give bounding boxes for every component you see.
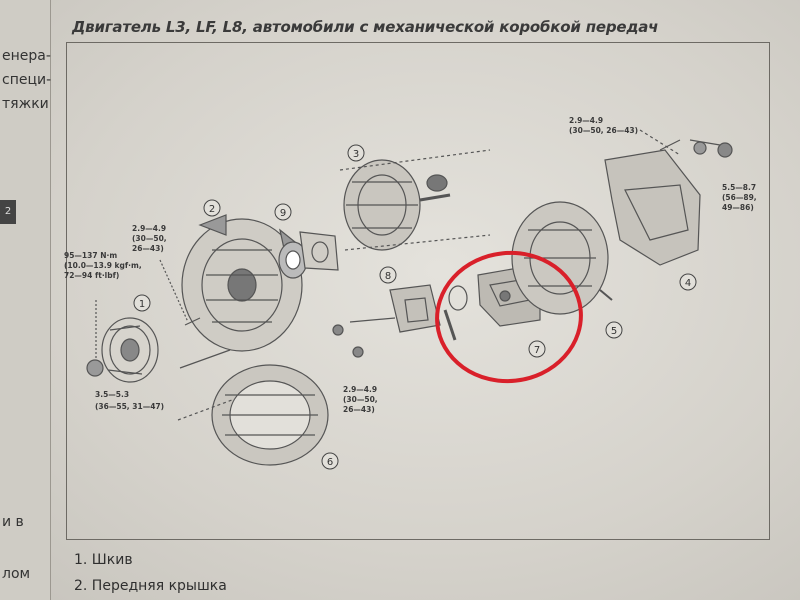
bearing-drawing xyxy=(278,231,339,279)
callout-4: 4 xyxy=(679,273,697,291)
callout-6-label: 6 xyxy=(327,457,333,468)
adjacent-text-fragment: и в xyxy=(2,514,24,530)
torque-label-rear-cover: 2.9—4.9 (30—50, 26—43) xyxy=(569,116,638,135)
torque-label-pulley-nut: 95—137 N·m (10.0—13.9 kgf·m, 72—94 ft·lb… xyxy=(64,251,142,280)
svg-text:5.5—8.7: 5.5—8.7 xyxy=(722,183,756,192)
callout-7: 7 xyxy=(528,340,546,358)
legend-item-1: 1. Шкив xyxy=(74,552,133,568)
callout-8-label: 8 xyxy=(385,271,391,282)
rotor-drawing xyxy=(339,149,491,251)
callout-1: 1 xyxy=(133,294,151,312)
callout-1-label: 1 xyxy=(139,299,145,310)
rear-bracket-drawing xyxy=(511,201,613,315)
svg-text:2.9—4.9: 2.9—4.9 xyxy=(132,224,166,233)
svg-text:(10.0—13.9 kgf·m,: (10.0—13.9 kgf·m, xyxy=(64,261,142,270)
svg-text:72—94 ft·lbf): 72—94 ft·lbf) xyxy=(64,271,119,280)
svg-text:2.9—4.9: 2.9—4.9 xyxy=(343,385,377,394)
svg-text:(56—89,: (56—89, xyxy=(722,193,757,202)
svg-text:2.9—4.9: 2.9—4.9 xyxy=(569,116,603,125)
callout-3-label: 3 xyxy=(353,149,359,160)
figure-heading: Двигатель L3, LF, L8, автомобили с механ… xyxy=(72,18,659,36)
highlight-circle xyxy=(435,250,583,384)
rear-cover-drawing xyxy=(604,129,733,266)
callout-5: 5 xyxy=(605,321,623,339)
callout-3: 3 xyxy=(347,144,365,162)
stator-drawing xyxy=(177,364,329,466)
brush-holder-drawing xyxy=(332,284,457,358)
callout-6: 6 xyxy=(321,452,339,470)
torque-label-front-bolt: 2.9—4.9 (30—50, 26—43) xyxy=(132,224,167,253)
torque-label-brush-screws: 2.9—4.9 (30—50, 26—43) xyxy=(343,385,378,414)
torque-label-b-terminal: 5.5—8.7 (56—89, 49—86) xyxy=(722,183,757,212)
legend-item-2: 2. Передняя крышка xyxy=(74,578,227,594)
callout-7-label: 7 xyxy=(534,345,540,356)
svg-text:49—86): 49—86) xyxy=(722,203,754,212)
svg-text:(30—50, 26—43): (30—50, 26—43) xyxy=(569,126,638,135)
adjacent-text-fragment: лом xyxy=(2,566,31,582)
front-cover-drawing xyxy=(181,214,303,352)
adjacent-text-fragment: енера- xyxy=(2,48,51,64)
svg-text:(30—50,: (30—50, xyxy=(132,234,167,243)
adjacent-text-fragment: тяжки xyxy=(2,96,49,112)
torque-label-terminal: 3.5—5.3 (36—55, 31—47) xyxy=(95,390,164,411)
svg-text:95—137 N·m: 95—137 N·m xyxy=(64,251,117,260)
callout-4-label: 4 xyxy=(685,278,691,289)
adjacent-text-fragment: специ- xyxy=(2,72,52,88)
svg-text:26—43): 26—43) xyxy=(343,405,375,414)
svg-text:3.5—5.3: 3.5—5.3 xyxy=(95,390,129,399)
callout-5-label: 5 xyxy=(611,326,617,337)
svg-text:26—43): 26—43) xyxy=(132,244,164,253)
callout-2-label: 2 xyxy=(209,204,215,215)
callout-8: 8 xyxy=(379,266,397,284)
adjacent-page-strip: енера- специ- тяжки 2 и в лом xyxy=(0,0,51,600)
svg-text:(36—55, 31—47): (36—55, 31—47) xyxy=(95,402,164,411)
callout-9: 9 xyxy=(274,203,292,221)
adjacent-page-marker: 2 xyxy=(0,200,16,224)
callout-2: 2 xyxy=(203,199,221,217)
diagram-frame xyxy=(66,42,770,540)
pulley-drawing xyxy=(86,317,159,383)
callout-9-label: 9 xyxy=(280,208,286,219)
svg-text:(30—50,: (30—50, xyxy=(343,395,378,404)
